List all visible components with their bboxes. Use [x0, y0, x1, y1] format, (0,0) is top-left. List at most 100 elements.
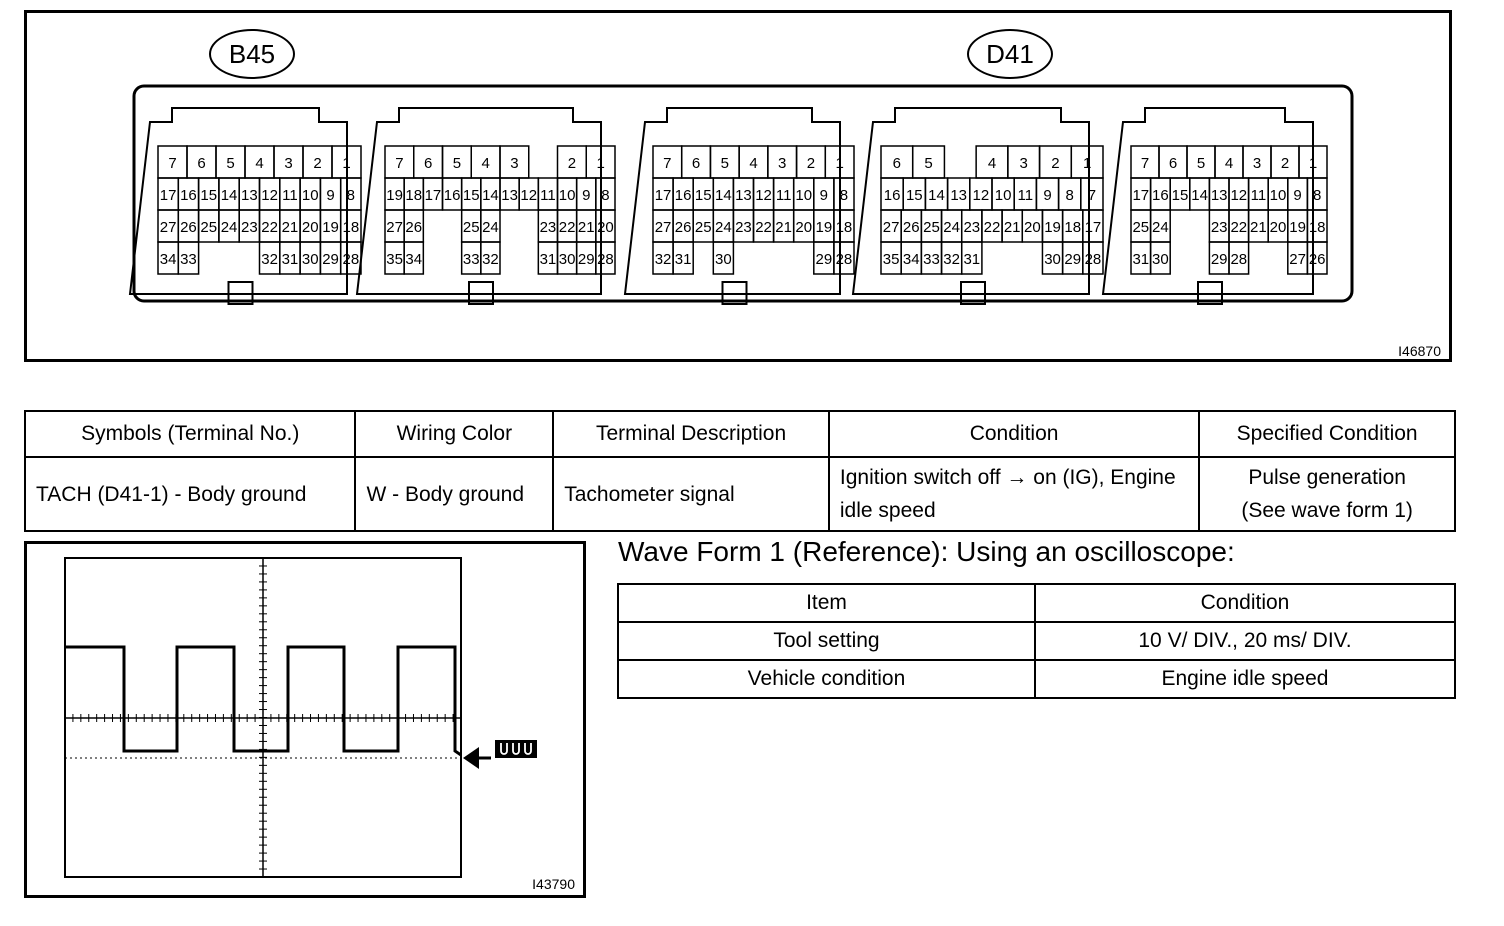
spec-header-row: Symbols (Terminal No.) Wiring Color Term… — [23, 410, 1456, 458]
cell-item: Tool setting — [617, 621, 1036, 661]
terminal-number: 15 — [1172, 187, 1189, 204]
terminal-number: 22 — [1230, 219, 1247, 236]
terminal-number: 13 — [950, 187, 967, 204]
terminal-number: 11 — [1018, 187, 1034, 204]
terminal-number: 29 — [816, 251, 833, 268]
connector-key-slot — [721, 281, 748, 305]
terminal-number: 10 — [302, 187, 319, 204]
terminal-number: 4 — [481, 155, 489, 172]
ground-arrow-icon — [463, 747, 491, 769]
terminal-number: 25 — [695, 219, 712, 236]
cell-condition: Ignition switch off → on (IG), Engine id… — [827, 456, 1201, 532]
connector-block-outline — [1101, 107, 1314, 295]
terminal-number: 2 — [1281, 155, 1289, 172]
terminal-number: 17 — [1085, 219, 1102, 236]
terminal-number: 9 — [820, 187, 828, 204]
terminal-number: 3 — [778, 155, 786, 172]
terminal-number: 30 — [302, 251, 319, 268]
terminal-number: 2 — [313, 155, 321, 172]
terminal-number: 26 — [903, 219, 920, 236]
terminal-number: 1 — [835, 155, 843, 172]
scope-figure-id: I43790 — [532, 876, 575, 892]
terminal-number: 19 — [386, 187, 403, 204]
terminal-number: 17 — [425, 187, 442, 204]
terminal-pin — [1228, 241, 1250, 275]
connector-block-outline — [623, 107, 841, 295]
connector-figure-id: I46870 — [1398, 343, 1441, 359]
terminal-pin — [1306, 241, 1328, 275]
terminal-number: 21 — [1250, 219, 1267, 236]
terminal-number: 28 — [836, 251, 853, 268]
terminal-number: 19 — [1289, 219, 1306, 236]
terminal-number: 14 — [482, 187, 499, 204]
waveform-row: Tool setting 10 V/ DIV., 20 ms/ DIV. — [617, 621, 1457, 661]
connector-housing — [132, 84, 1354, 303]
terminal-number: 25 — [923, 219, 940, 236]
terminal-number: 7 — [1141, 155, 1149, 172]
terminal-number: 16 — [1152, 187, 1169, 204]
terminal-number: 28 — [1085, 251, 1102, 268]
terminal-number: 27 — [655, 219, 672, 236]
terminal-number: 8 — [601, 187, 609, 204]
terminal-pin — [595, 241, 616, 275]
terminal-number: 1 — [596, 155, 604, 172]
terminal-number: 21 — [282, 219, 299, 236]
terminal-number: 29 — [1064, 251, 1081, 268]
terminal-pin — [480, 241, 501, 275]
terminal-number: 29 — [578, 251, 595, 268]
terminal-number: 26 — [405, 219, 422, 236]
terminal-number: 15 — [463, 187, 480, 204]
terminal-number: 21 — [578, 219, 595, 236]
terminal-number: 35 — [883, 251, 900, 268]
terminal-number: 20 — [795, 219, 812, 236]
terminal-number: 7 — [663, 155, 671, 172]
terminal-number: 10 — [795, 187, 812, 204]
terminal-number: 30 — [715, 251, 732, 268]
terminal-number: 4 — [1225, 155, 1233, 172]
terminal-pin — [1149, 241, 1171, 275]
specified-line-2: (See wave form 1) — [1241, 499, 1413, 522]
terminal-number: 13 — [1211, 187, 1228, 204]
cell-specified-condition: Pulse generation (See wave form 1) — [1198, 456, 1456, 532]
terminal-number: 20 — [302, 219, 319, 236]
connector-block-outline — [851, 107, 1090, 295]
terminal-number: 19 — [1044, 219, 1061, 236]
scope-grid — [64, 557, 462, 878]
terminal-number: 5 — [453, 155, 461, 172]
oscilloscope-figure: I43790 — [24, 541, 586, 898]
tach-pulse-waveform — [65, 645, 462, 757]
terminal-pin — [672, 241, 694, 275]
terminal-number: 28 — [1230, 251, 1247, 268]
terminal-number: 22 — [559, 219, 576, 236]
terminal-number: 26 — [675, 219, 692, 236]
terminal-number: 1 — [1309, 155, 1317, 172]
terminal-number: 29 — [1211, 251, 1228, 268]
terminal-number: 7 — [168, 155, 176, 172]
terminal-pin — [403, 241, 425, 275]
terminal-number: 12 — [973, 187, 990, 204]
terminal-number: 14 — [928, 187, 945, 204]
terminal-number: 11 — [1251, 187, 1267, 204]
terminal-number: 12 — [1230, 187, 1247, 204]
header-specified-condition: Specified Condition — [1198, 410, 1456, 458]
header-item: Item — [617, 583, 1036, 623]
terminal-number: 26 — [1309, 251, 1326, 268]
cell-symbols: TACH (D41-1) - Body ground — [23, 456, 357, 532]
terminal-number: 21 — [1004, 219, 1021, 236]
terminal-number: 3 — [284, 155, 292, 172]
connector-label-b45: B45 — [209, 29, 295, 79]
terminal-number: 27 — [160, 219, 177, 236]
terminal-number: 8 — [1313, 187, 1321, 204]
cell-description: Tachometer signal — [552, 456, 830, 532]
terminal-number: 4 — [255, 155, 263, 172]
terminal-number: 13 — [735, 187, 752, 204]
terminal-number: 23 — [963, 219, 980, 236]
terminal-number: 7 — [395, 155, 403, 172]
connector-key-slot — [468, 281, 494, 305]
terminal-number: 33 — [463, 251, 480, 268]
terminal-number: 9 — [326, 187, 334, 204]
terminal-number: 25 — [200, 219, 217, 236]
